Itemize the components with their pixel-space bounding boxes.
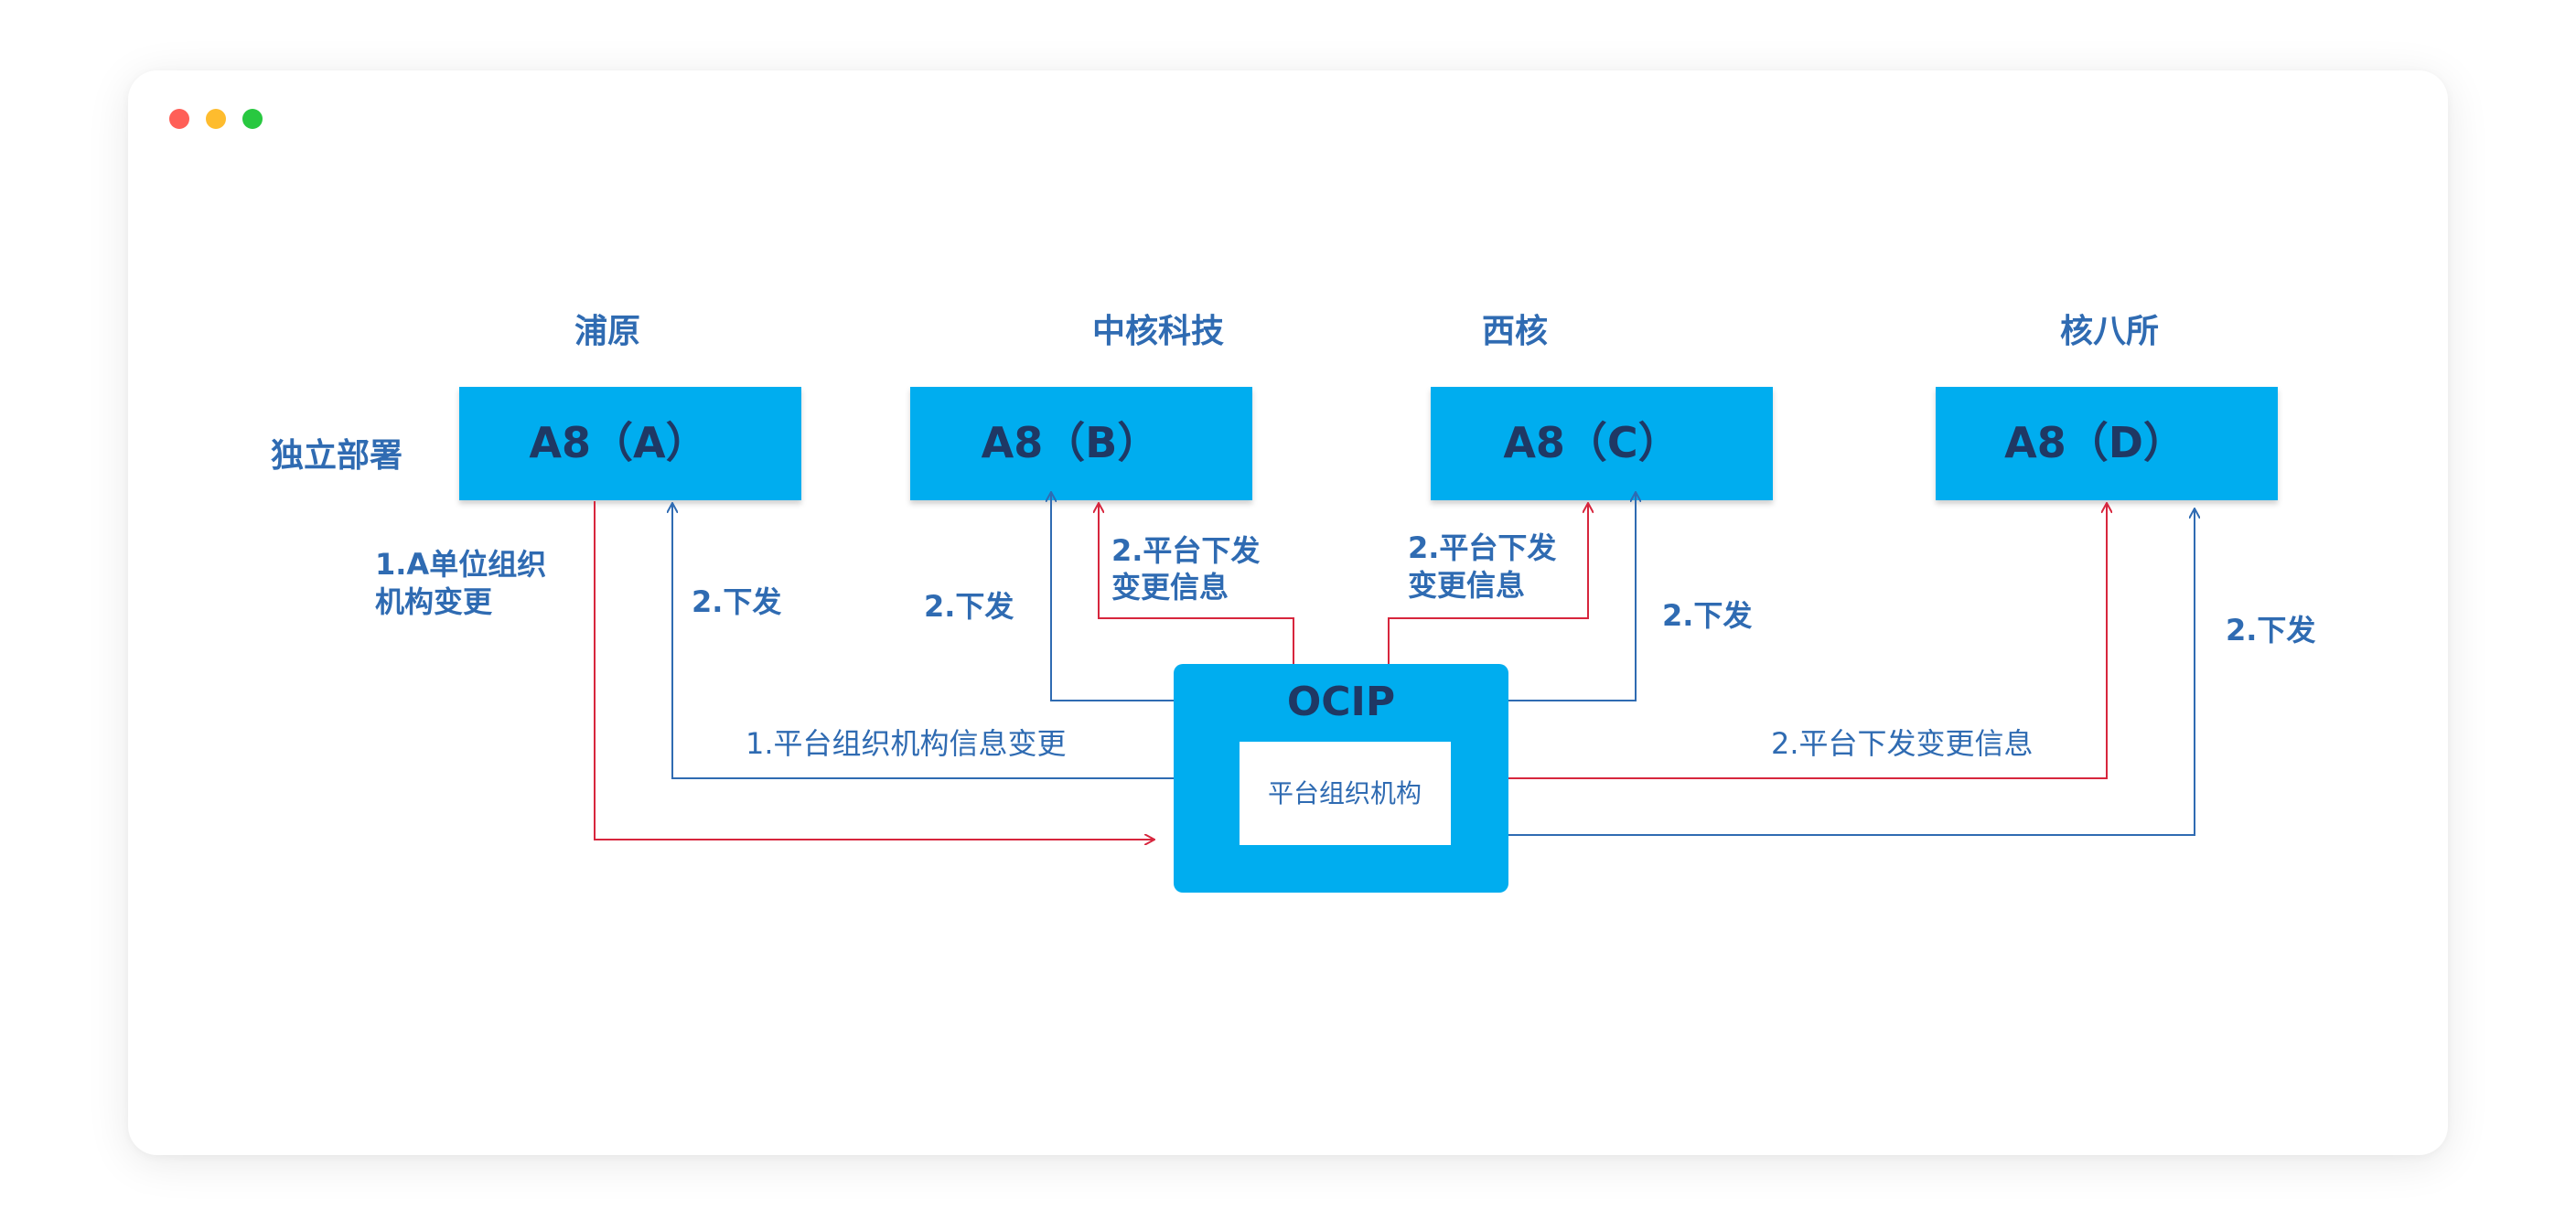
node-b-label: A8（B） <box>982 418 1160 467</box>
close-window-button[interactable] <box>169 109 189 129</box>
edge-label-platform-change: 1.平台组织机构信息变更 <box>746 726 1067 761</box>
node-c: A8（C） <box>1431 387 1773 500</box>
edge-a-to-ocip <box>594 501 1154 840</box>
site-label-d: 核八所 <box>2060 313 2159 350</box>
edge-ocip-down-d <box>1508 508 2195 836</box>
ocip-title: OCIP <box>1287 679 1395 725</box>
ocip-hub: OCIP 平台组织机构 <box>1174 664 1508 893</box>
edge-label-b-change-line2: 变更信息 <box>1111 570 1229 605</box>
platform-org-box <box>1240 742 1451 845</box>
edge-label-b-change-line1: 2.平台下发 <box>1111 533 1260 568</box>
edge-label-d-down: 2.下发 <box>2226 613 2315 648</box>
node-d-label: A8（D） <box>2004 418 2185 467</box>
edge-label-a-change-line1: 1.A单位组织 <box>375 547 546 582</box>
edge-label-c-down: 2.下发 <box>1662 598 1752 633</box>
maximize-window-button[interactable] <box>242 109 263 129</box>
node-c-label: A8（C） <box>1503 418 1680 467</box>
site-label-b: 中核科技 <box>1092 313 1224 350</box>
minimize-window-button[interactable] <box>206 109 226 129</box>
deployment-label: 独立部署 <box>271 437 402 475</box>
edge-label-c-change-line2: 变更信息 <box>1408 568 1525 603</box>
edge-ocip-to-a <box>672 503 1174 779</box>
edge-label-platform-push: 2.平台下发变更信息 <box>1771 726 2034 761</box>
node-a-label: A8（A） <box>529 418 707 467</box>
edge-label-a-down: 2.下发 <box>692 584 781 619</box>
node-d: A8（D） <box>1936 387 2278 500</box>
platform-org-label: 平台组织机构 <box>1268 778 1422 808</box>
edge-ocip-change-b <box>1099 503 1294 664</box>
app-window <box>128 70 2448 1155</box>
edge-ocip-change-d <box>1508 503 2107 779</box>
node-a: A8（A） <box>459 387 801 500</box>
edge-ocip-change-c <box>1388 503 1588 664</box>
edge-ocip-down-c <box>1508 492 1636 701</box>
node-b: A8（B） <box>910 387 1252 500</box>
edge-label-a-change-line2: 机构变更 <box>375 584 493 619</box>
edge-label-b-down: 2.下发 <box>924 589 1014 624</box>
edge-label-c-change-line1: 2.平台下发 <box>1408 530 1556 565</box>
site-label-c: 西核 <box>1482 313 1548 350</box>
edge-ocip-down-b <box>1051 492 1174 701</box>
site-label-a: 浦原 <box>574 313 640 350</box>
